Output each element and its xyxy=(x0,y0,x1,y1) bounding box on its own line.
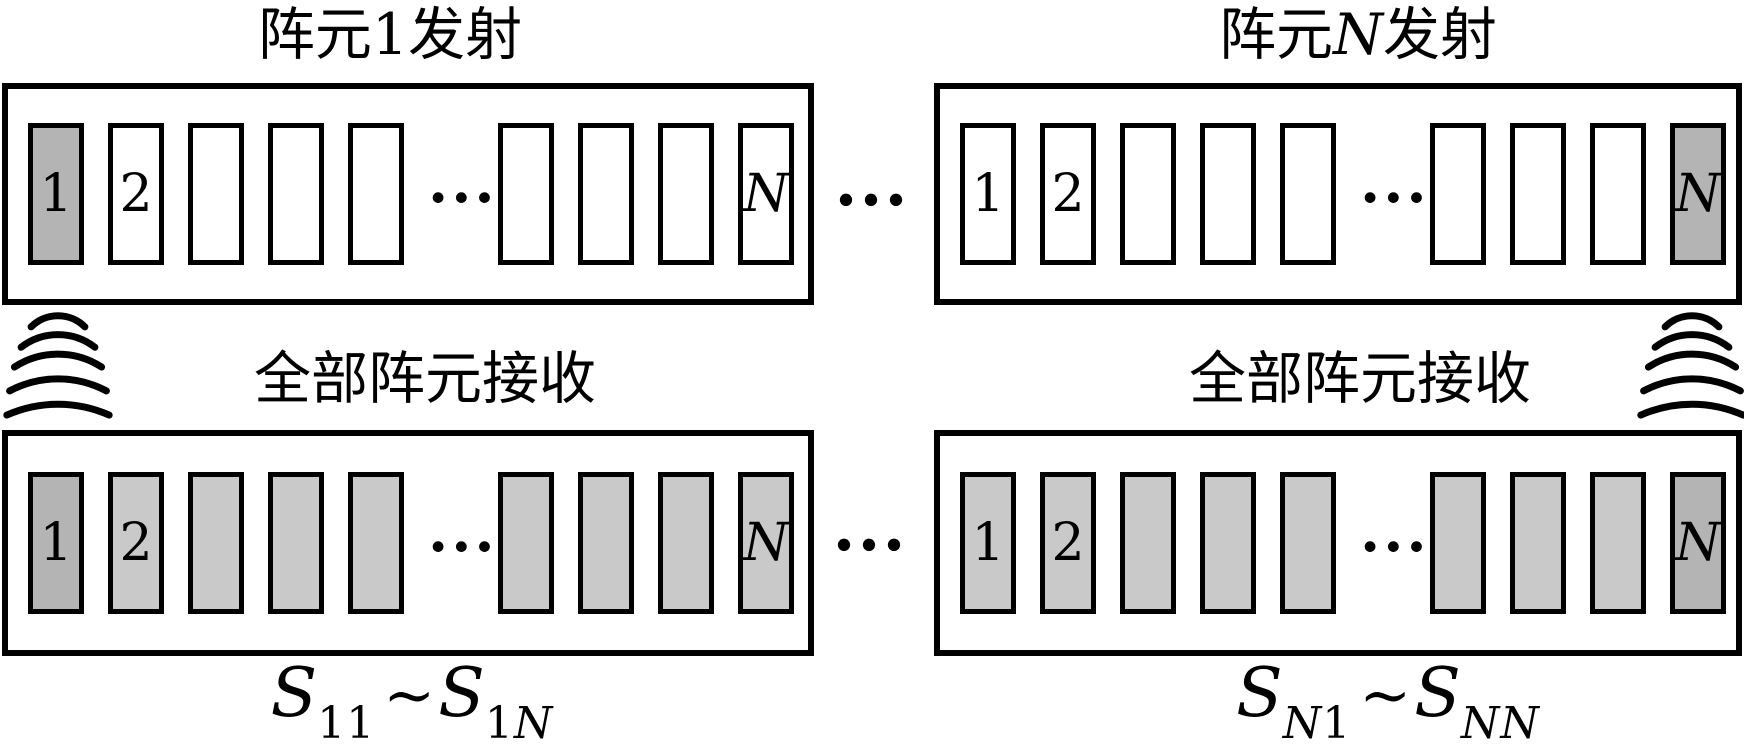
title-left: 阵元1发射 xyxy=(258,4,522,66)
ellipsis-between-arrays-top: ··· xyxy=(834,161,910,239)
title-right-suffix: 发射 xyxy=(1382,2,1497,68)
ellipsis-in-array: ··· xyxy=(1360,513,1430,581)
array-element-transmitting: 1 xyxy=(28,123,84,265)
array-element xyxy=(578,123,634,265)
array-element-receiving xyxy=(188,472,244,614)
array-element-receiving xyxy=(1280,472,1336,614)
sound-waves-icon-left xyxy=(3,312,113,419)
array-element xyxy=(348,123,404,265)
title-left-prefix: 阵元 xyxy=(257,2,372,68)
array-element-receiving xyxy=(658,472,714,614)
array-element-receiving: 1 xyxy=(960,472,1016,614)
s-symbol: S xyxy=(1414,654,1461,733)
array-element-receiving xyxy=(348,472,404,614)
array-element: 1 xyxy=(960,123,1016,265)
s-symbol: S xyxy=(270,654,318,733)
array-element xyxy=(1280,123,1336,265)
receive-array-left: 1 2 ··· N xyxy=(2,430,814,656)
s-symbol: S xyxy=(1236,654,1283,733)
array-element: 2 xyxy=(1040,123,1096,265)
array-element-transmitting: 1 xyxy=(28,472,84,614)
s-subscript: 1 xyxy=(484,698,514,749)
array-element-receiving xyxy=(578,472,634,614)
array-element xyxy=(188,123,244,265)
s-subscript-variable: N xyxy=(513,698,554,749)
array-element xyxy=(1510,123,1566,265)
ellipsis-between-arrays-bottom: ··· xyxy=(832,506,908,584)
title-left-suffix: 发射 xyxy=(408,2,523,68)
title-right-element-number: N xyxy=(1333,2,1383,68)
tilde-range-symbol: ~ xyxy=(1359,658,1412,731)
ellipsis-in-array: ··· xyxy=(1360,164,1430,232)
array-element-transmitting: N xyxy=(1670,472,1726,614)
array-element xyxy=(268,123,324,265)
receive-caption-right: 全部阵元接收 xyxy=(1189,346,1531,412)
array-element-receiving xyxy=(1120,472,1176,614)
receive-array-right: 1 2 ··· N xyxy=(934,430,1742,656)
array-element xyxy=(1430,123,1486,265)
s-subscript-variable: NN xyxy=(1460,698,1540,749)
array-element-receiving xyxy=(1200,472,1256,614)
s-symbol: S xyxy=(438,654,485,733)
array-element-receiving xyxy=(1430,472,1486,614)
transmit-array-left: 1 2 ··· N xyxy=(2,83,814,305)
array-element-receiving: N xyxy=(738,472,794,614)
array-element xyxy=(498,123,554,265)
array-element-receiving: 2 xyxy=(1040,472,1096,614)
array-element: N xyxy=(738,123,794,265)
array-element-receiving xyxy=(268,472,324,614)
title-left-element-number: 1 xyxy=(371,2,409,68)
title-right-prefix: 阵元 xyxy=(1219,2,1334,68)
array-element-receiving: 2 xyxy=(108,472,164,614)
s-subscript: 11 xyxy=(317,698,376,749)
array-element xyxy=(658,123,714,265)
ellipsis-in-array: ··· xyxy=(428,164,498,232)
ellipsis-in-array: ··· xyxy=(428,513,498,581)
receive-caption-left: 全部阵元接收 xyxy=(254,346,596,412)
tilde-range-symbol: ~ xyxy=(383,658,436,731)
array-element-receiving xyxy=(1590,472,1646,614)
title-right: 阵元N发射 xyxy=(1219,4,1497,66)
array-element xyxy=(1200,123,1256,265)
array-element xyxy=(1590,123,1646,265)
array-element-receiving xyxy=(498,472,554,614)
s-subscript: 1 xyxy=(1322,698,1352,749)
array-element: 2 xyxy=(108,123,164,265)
s-subscript-variable: N xyxy=(1282,698,1323,749)
sound-waves-icon-right xyxy=(1637,312,1744,419)
array-element-receiving xyxy=(1510,472,1566,614)
array-element-transmitting: N xyxy=(1670,123,1726,265)
array-element xyxy=(1120,123,1176,265)
transmit-array-right: 1 2 ··· N xyxy=(934,83,1742,305)
